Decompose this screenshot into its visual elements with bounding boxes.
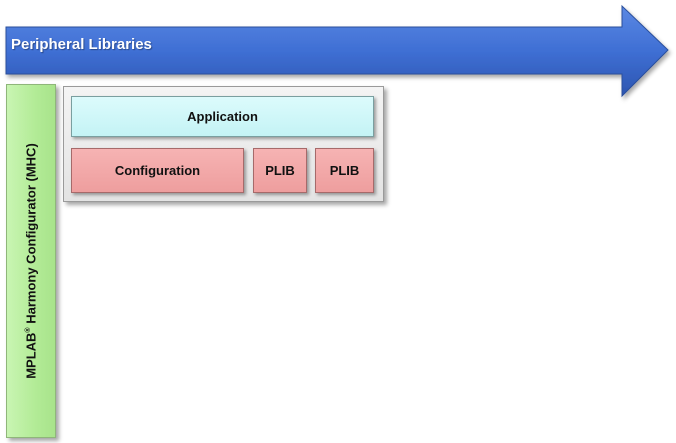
application-block: Application [71, 96, 374, 137]
application-label: Application [187, 109, 258, 124]
mhc-bar [6, 84, 56, 438]
configuration-label: Configuration [114, 163, 201, 178]
mhc-label-prefix: MPLAB [23, 332, 39, 379]
plib-label-1: PLIB [265, 163, 295, 178]
peripheral-libraries-label: Peripheral Libraries [11, 36, 152, 53]
configuration-block: Configuration [71, 148, 244, 193]
plib-block-2: PLIB [315, 148, 374, 193]
application-container: Application Configuration PLIB PLIB [63, 86, 384, 202]
registered-mark: ® [25, 327, 33, 333]
mhc-label-suffix: Harmony Configurator (MHC) [23, 143, 39, 328]
peripheral-libraries-arrow: Peripheral Libraries [0, 0, 676, 105]
plib-label-2: PLIB [329, 163, 360, 178]
plib-block-1: PLIB [253, 148, 307, 193]
arrow-shape [5, 4, 669, 98]
mhc-label: MPLAB® Harmony Configurator (MHC) [24, 143, 39, 379]
